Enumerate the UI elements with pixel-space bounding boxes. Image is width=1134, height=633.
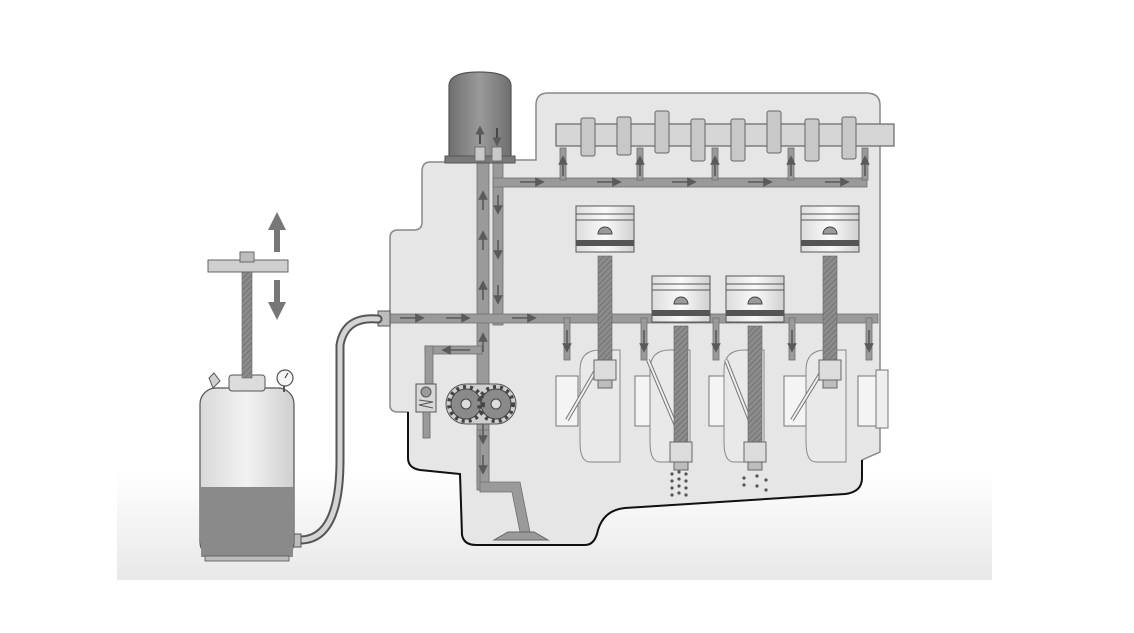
oil-drips	[670, 470, 768, 497]
pump-handle[interactable]	[207, 251, 289, 379]
piston-pin	[673, 296, 689, 305]
flow-arrows	[400, 155, 874, 475]
camshaft	[555, 110, 895, 162]
pressure-gauge-icon	[276, 369, 294, 392]
connecting-rod	[822, 255, 838, 361]
connecting-rod	[597, 255, 613, 361]
down-arrow-icon	[268, 280, 286, 320]
piston-pin	[822, 226, 838, 235]
up-arrow-icon	[268, 212, 286, 252]
rod-big-end	[669, 441, 693, 463]
oil-tank	[199, 372, 295, 562]
oil-pickup	[492, 531, 550, 541]
connecting-rod	[673, 325, 689, 443]
rod-big-end	[818, 359, 842, 381]
connecting-rod	[747, 325, 763, 443]
rod-big-end	[743, 441, 767, 463]
rod-big-end	[593, 359, 617, 381]
oil-filter-canister	[444, 71, 516, 164]
relief-valve	[415, 383, 437, 439]
oil-gear-pump	[445, 383, 517, 425]
oil-level	[201, 487, 293, 557]
piston-pin	[747, 296, 763, 305]
crank-flange	[875, 369, 889, 429]
crank-assembly	[555, 205, 881, 471]
piston-pin	[597, 226, 613, 235]
oil-sump	[407, 412, 863, 546]
